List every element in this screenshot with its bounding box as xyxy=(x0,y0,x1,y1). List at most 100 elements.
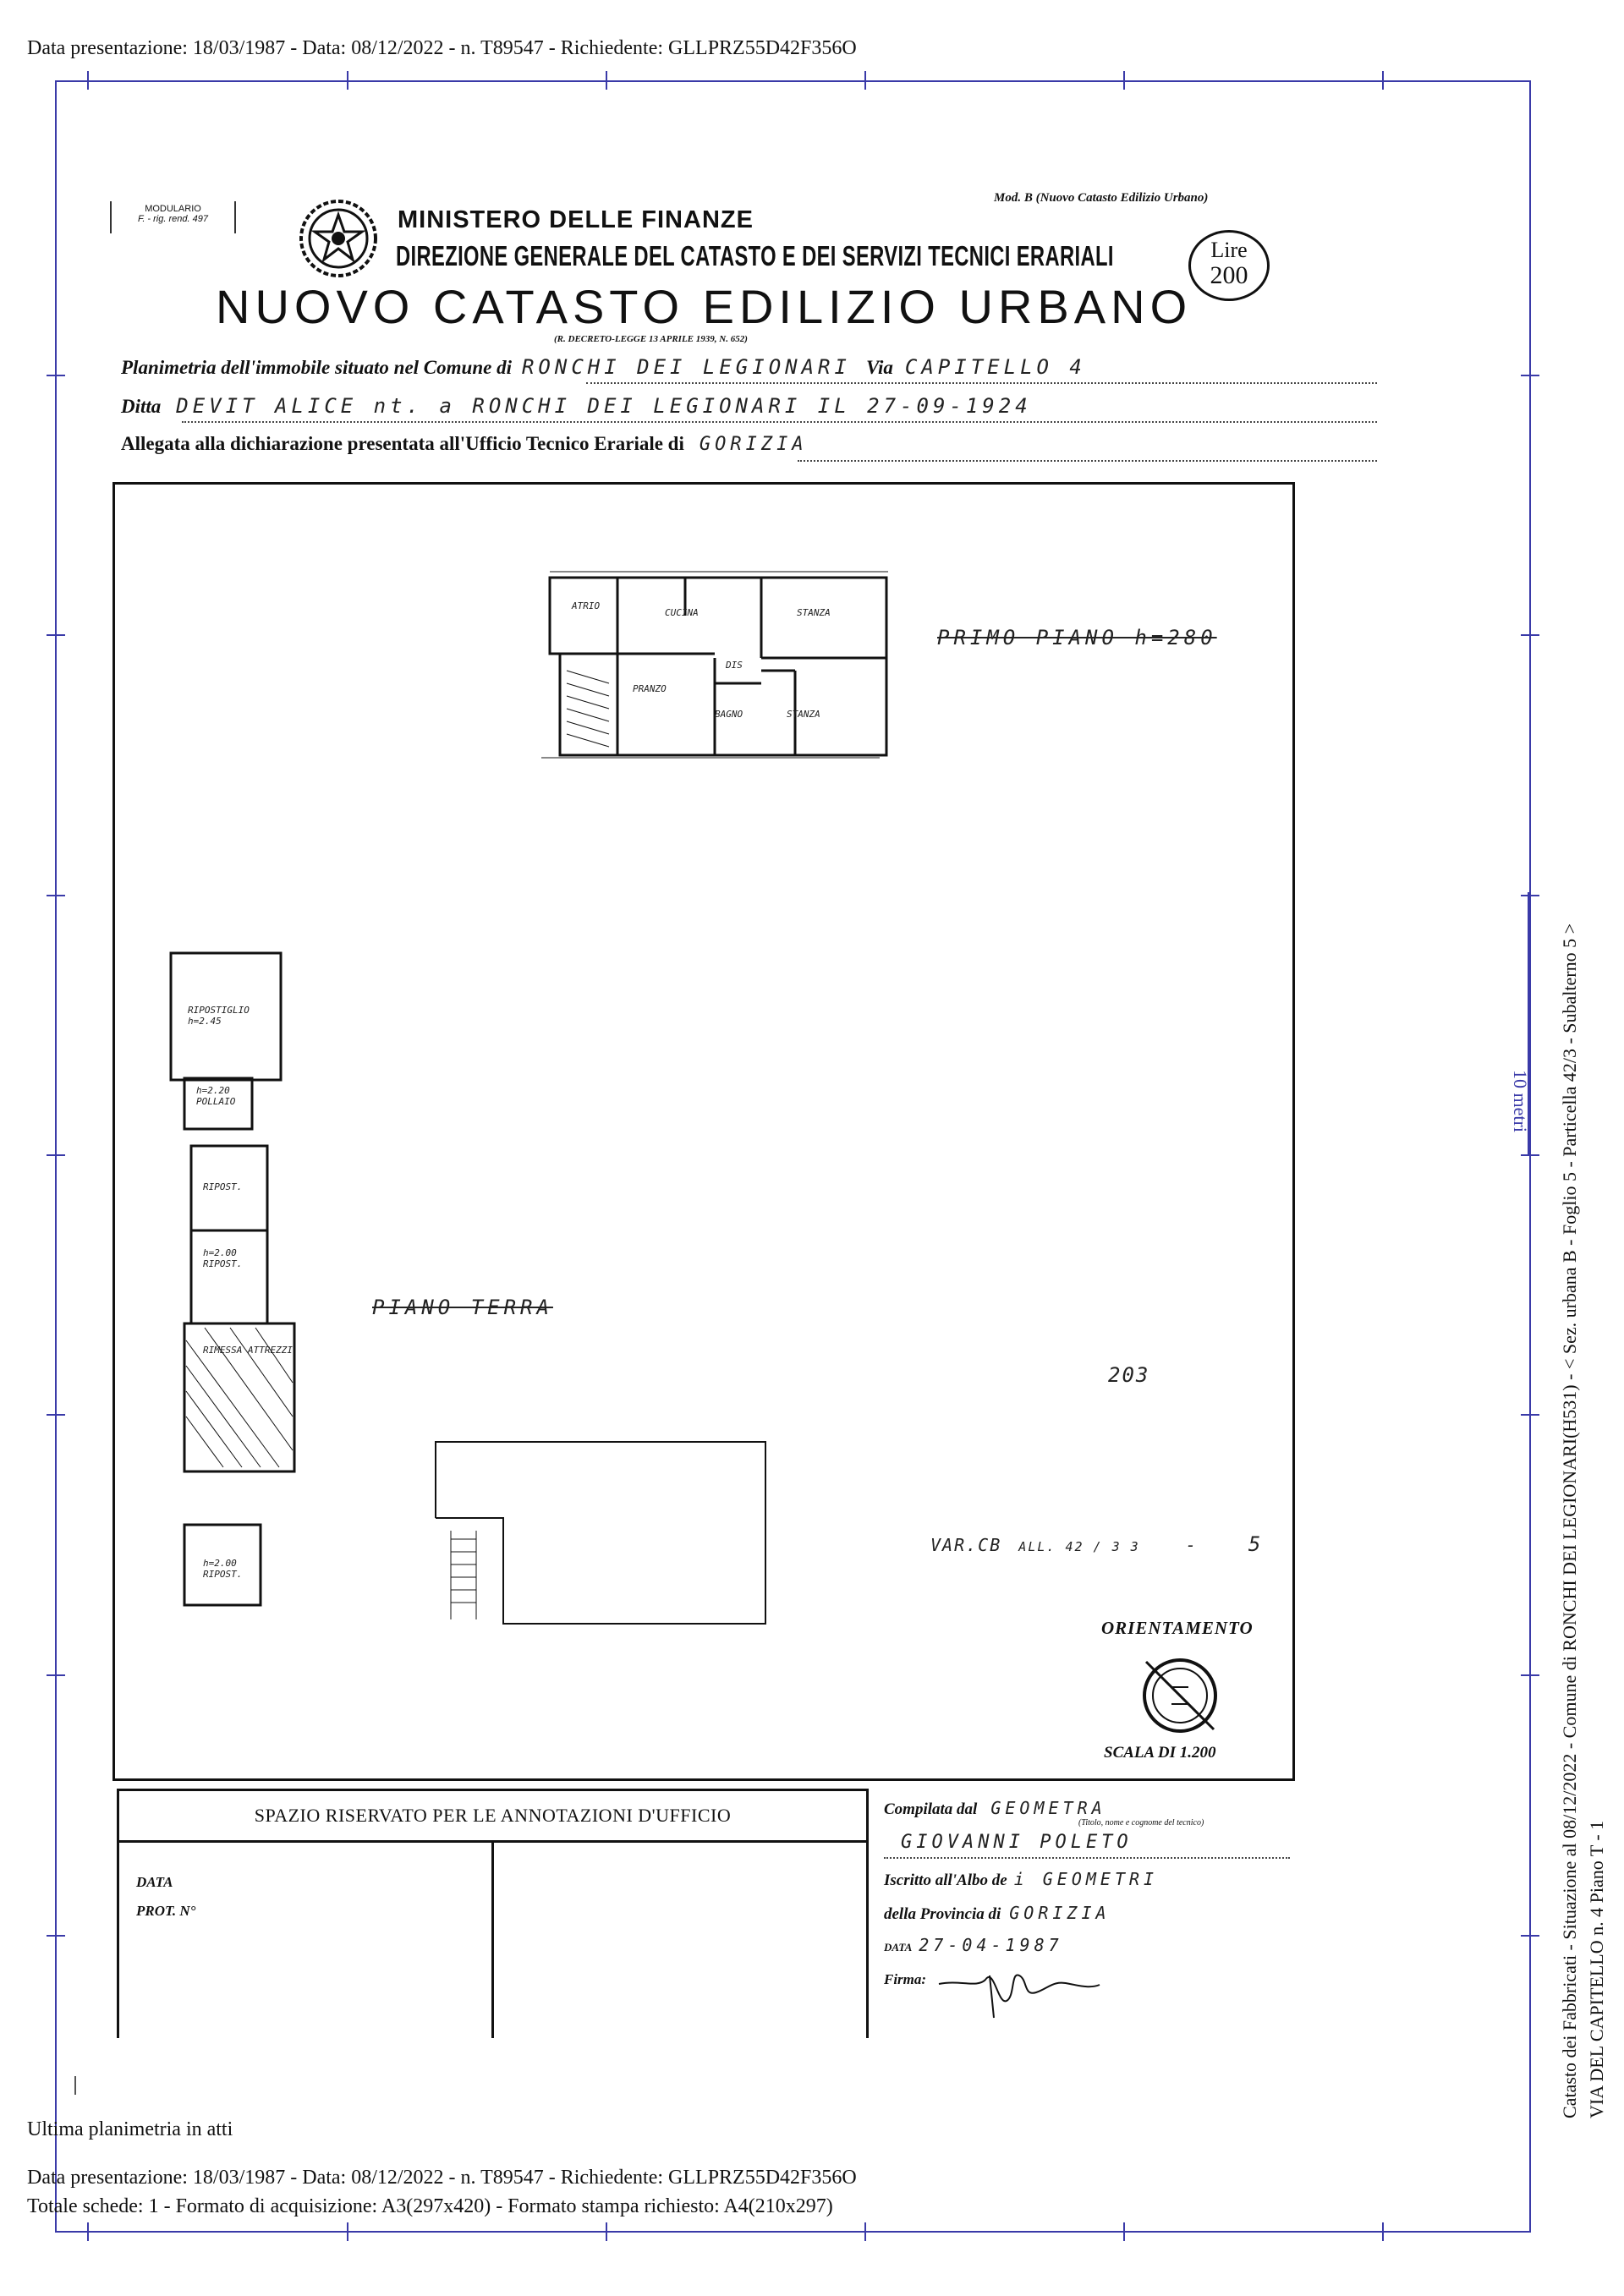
header-info: Data presentazione: 18/03/1987 - Data: 0… xyxy=(27,37,857,59)
office-box-divider xyxy=(491,1843,494,2038)
footer-info-2: Totale schede: 1 - Formato di acquisizio… xyxy=(27,2195,833,2217)
frame-tick xyxy=(1521,895,1539,896)
frame-tick xyxy=(87,71,89,90)
frame-tick xyxy=(606,2222,607,2241)
room-label: RIPOSTIGLIO h=2.45 xyxy=(188,1005,250,1027)
room-label: h=2.00 RIPOST. xyxy=(203,1558,243,1580)
room-label: RIPOST. xyxy=(203,1181,243,1192)
lire-stamp: Lire 200 xyxy=(1188,230,1270,301)
frame-bottom xyxy=(55,2231,1531,2233)
frame-tick xyxy=(1521,1935,1539,1937)
office-box: SPAZIO RISERVATO PER LE ANNOTAZIONI D'UF… xyxy=(117,1789,869,2038)
frame-tick xyxy=(47,375,65,376)
frame-tick xyxy=(87,2222,89,2241)
iscritto-value: i GEOMETRI xyxy=(1013,1869,1159,1889)
room-label: h=2.20 POLLAIO xyxy=(196,1085,236,1107)
modulario-box: MODULARIO F. - rig. rend. 497 xyxy=(110,201,236,233)
frame-tick xyxy=(1521,634,1539,636)
provincia-label: della Provincia di xyxy=(884,1905,1001,1923)
room-label: CUCINA xyxy=(665,607,699,618)
direction-title: DIREZIONE GENERALE DEL CATASTO E DEI SER… xyxy=(396,240,1114,271)
frame-tick xyxy=(1521,1674,1539,1676)
ditta-line: Ditta DEVIT ALICE nt. a RONCHI DEI LEGIO… xyxy=(121,394,1377,425)
frame-left xyxy=(55,80,57,2233)
office-data-label: DATA xyxy=(136,1874,173,1890)
orientamento-label: ORIENTAMENTO xyxy=(1101,1618,1254,1638)
side-address-line: VIA DEL CAPITELLO n. 4 Piano T - 1 xyxy=(1586,1820,1607,2118)
varcb-dash: - xyxy=(1185,1535,1198,1555)
frame-tick xyxy=(1123,71,1125,90)
modulario-line1: MODULARIO xyxy=(145,204,201,214)
frame-tick xyxy=(347,2222,348,2241)
ground-floor-structures xyxy=(169,951,296,1607)
compass-icon xyxy=(1143,1658,1217,1733)
scale-meters-label: 10 metri xyxy=(1510,1070,1531,1132)
frame-tick xyxy=(1521,1414,1539,1416)
office-prot-label: PROT. N° xyxy=(136,1903,196,1919)
compilata-value: GEOMETRA xyxy=(990,1798,1106,1818)
compiler-date-row: DATA 27-04-1987 xyxy=(884,1935,1063,1955)
ditta-label: Ditta xyxy=(121,396,162,417)
room-label: STANZA xyxy=(797,607,831,618)
signature-icon xyxy=(938,1974,1100,2019)
allegata-line: Allegata alla dichiarazione presentata a… xyxy=(121,433,1377,463)
footer-ultima: Ultima planimetria in atti xyxy=(27,2118,233,2140)
frame-top xyxy=(55,80,1531,82)
room-label: BAGNO xyxy=(715,709,743,720)
via-value: CAPITELLO 4 xyxy=(904,355,1086,379)
room-label: h=2.00 RIPOST. xyxy=(203,1247,243,1269)
frame-tick xyxy=(1382,2222,1384,2241)
varcb-number: 5 xyxy=(1248,1532,1263,1556)
planimetria-underline xyxy=(586,382,1377,384)
firma-label: Firma: xyxy=(884,1971,927,1987)
frame-tick xyxy=(1521,1154,1539,1156)
varcb-text: VAR.CB xyxy=(930,1535,1002,1555)
modulario-line2: F. - rig. rend. 497 xyxy=(138,214,208,224)
parcel-number: 203 xyxy=(1108,1363,1150,1387)
ufficio-value: GORIZIA xyxy=(699,434,808,455)
mod-b-label: Mod. B (Nuovo Catasto Edilizio Urbano) xyxy=(994,191,1209,205)
varcb-fraction: ALL. 42 / 3 3 xyxy=(1018,1539,1140,1554)
frame-tick xyxy=(47,1674,65,1676)
iscritto-label: Iscritto all'Albo de xyxy=(884,1871,1007,1889)
planimetria-line: Planimetria dell'immobile situato nel Co… xyxy=(121,355,1377,386)
lire-value: 200 xyxy=(1210,261,1248,289)
provincia-value: GORIZIA xyxy=(1009,1903,1111,1923)
compilata-label: Compilata dal xyxy=(884,1800,978,1818)
ditta-underline xyxy=(182,421,1377,423)
scale-label: SCALA DI 1.200 xyxy=(1104,1744,1216,1762)
piano-terra-label: PIANO TERRA xyxy=(372,1296,553,1319)
plan-area xyxy=(112,482,1295,1781)
compiler-name: GIOVANNI POLETO xyxy=(901,1832,1133,1853)
via-label: Via xyxy=(865,357,893,378)
comune-value: RONCHI DEI LEGIONARI xyxy=(521,355,851,379)
republic-emblem-icon xyxy=(299,200,377,277)
decree-note: (R. DECRETO-LEGGE 13 APRILE 1939, N. 652… xyxy=(554,334,748,344)
iscritto-row: Iscritto all'Albo de i GEOMETRI xyxy=(884,1869,1158,1890)
allegata-underline xyxy=(798,460,1377,462)
frame-tick xyxy=(1123,2222,1125,2241)
frame-tick xyxy=(864,71,866,90)
compilata-row: Compilata dal GEOMETRA xyxy=(884,1798,1290,1819)
planimetria-label: Planimetria dell'immobile situato nel Co… xyxy=(121,357,512,378)
office-box-title: SPAZIO RISERVATO PER LE ANNOTAZIONI D'UF… xyxy=(119,1791,866,1843)
footer-info-1: Data presentazione: 18/03/1987 - Data: 0… xyxy=(27,2167,857,2189)
lire-label: Lire xyxy=(1210,238,1248,262)
frame-tick xyxy=(864,2222,866,2241)
frame-tick xyxy=(47,634,65,636)
first-floor-plan xyxy=(541,571,888,759)
room-label: ATRIO xyxy=(572,600,601,611)
compiler-block: Compilata dal GEOMETRA (Titolo, nome e c… xyxy=(884,1798,1290,2052)
ground-building-outline xyxy=(435,1441,766,1625)
compiler-date-label: DATA xyxy=(884,1941,913,1954)
main-title: NUOVO CATASTO EDILIZIO URBANO xyxy=(216,280,1193,333)
frame-tick xyxy=(347,71,348,90)
room-label: RIMESSA ATTREZZI xyxy=(203,1345,293,1356)
left-mark xyxy=(74,2076,76,2095)
room-label: STANZA xyxy=(787,709,820,720)
compiler-date-value: 27-04-1987 xyxy=(919,1935,1063,1955)
scale-bar xyxy=(1528,892,1529,1154)
frame-right xyxy=(1529,80,1531,2233)
frame-tick xyxy=(1382,71,1384,90)
ministry-title: MINISTERO DELLE FINANZE xyxy=(398,206,754,233)
